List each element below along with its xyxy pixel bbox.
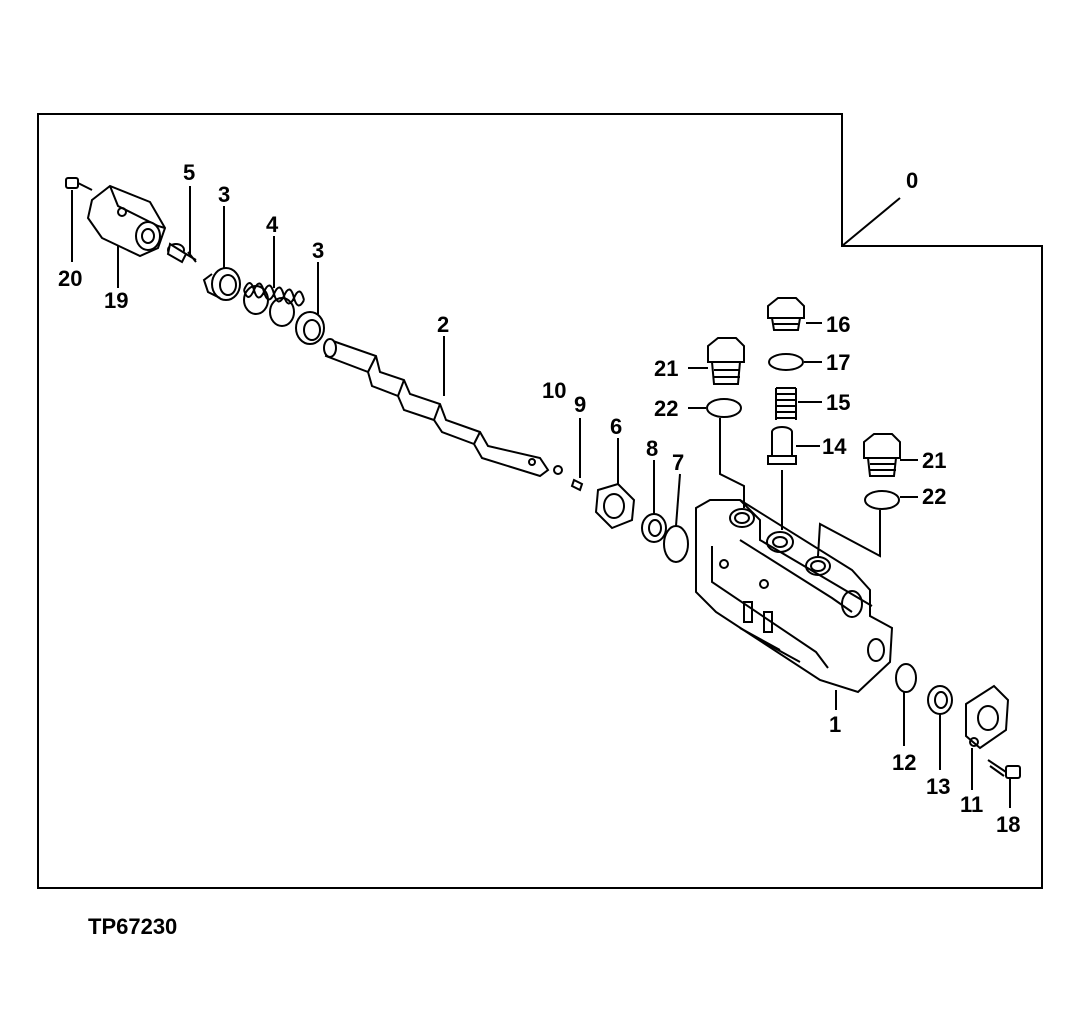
callout-22a: 22	[654, 396, 678, 421]
callout-0: 0	[906, 168, 918, 193]
callout-5: 5	[183, 160, 195, 185]
plate-11	[965, 684, 1010, 790]
callout-22b: 22	[922, 484, 946, 509]
spring-15	[775, 387, 822, 420]
callout-21b: 21	[922, 448, 946, 473]
callout-4: 4	[266, 212, 279, 237]
callout-17: 17	[826, 350, 850, 375]
gasket-plate-6	[594, 438, 636, 530]
plug-21b	[863, 433, 918, 477]
callout-9: 9	[574, 392, 586, 417]
callout-15: 15	[826, 390, 850, 415]
callout-7: 7	[672, 450, 684, 475]
plug-16	[767, 297, 822, 331]
frame-border	[37, 113, 1043, 889]
cap-housing-19	[86, 184, 167, 258]
leader-22b-port	[817, 510, 881, 558]
leader-0	[841, 197, 901, 247]
o-ring-17	[768, 353, 822, 371]
callout-18: 18	[996, 812, 1020, 837]
pin-9	[570, 418, 584, 492]
spring-seat-3a	[202, 206, 241, 301]
valve-housing-1	[695, 499, 894, 694]
callout-6: 6	[610, 414, 622, 439]
seal-13	[927, 685, 953, 770]
ball-10	[553, 465, 563, 475]
callout-8: 8	[646, 436, 658, 461]
callout-2: 2	[437, 312, 449, 337]
callout-14: 14	[822, 434, 847, 459]
spring-bolt-5	[166, 186, 197, 264]
callout-20: 20	[58, 266, 82, 291]
callout-16: 16	[826, 312, 850, 337]
spring-4	[243, 236, 305, 327]
cap-screw-20	[65, 177, 93, 262]
callout-13: 13	[926, 774, 950, 799]
cap-screw-18	[987, 759, 1021, 808]
callout-19: 19	[104, 288, 128, 313]
o-ring-12	[895, 663, 917, 746]
figure-id: TP67230	[88, 914, 178, 939]
callout-10: 10	[542, 378, 566, 403]
callout-21a: 21	[654, 356, 678, 381]
callout-3b: 3	[312, 238, 324, 263]
callout-12: 12	[892, 750, 916, 775]
leader-22a-port	[719, 418, 745, 508]
callout-11: 11	[960, 792, 983, 817]
o-ring-7	[663, 473, 689, 563]
o-ring-22b	[864, 490, 918, 510]
poppet-14	[767, 426, 820, 465]
o-ring-22a	[688, 398, 742, 418]
spool-2	[323, 336, 550, 478]
callout-1: 1	[829, 712, 841, 737]
plug-21a	[688, 337, 745, 385]
seal-8	[641, 460, 667, 543]
spring-seat-3b	[295, 262, 325, 345]
callout-3a: 3	[218, 182, 230, 207]
